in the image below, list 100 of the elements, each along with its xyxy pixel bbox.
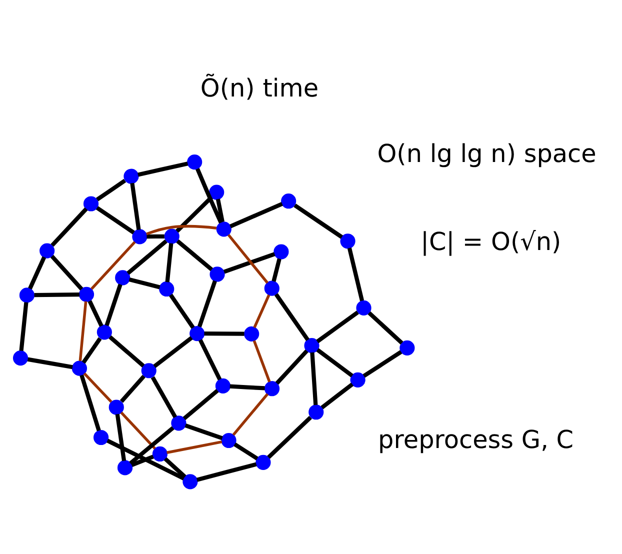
connector: [294, 204, 344, 239]
connector: [196, 168, 223, 224]
node-circle: [256, 454, 271, 470]
connector: [126, 240, 168, 275]
connector: [320, 382, 354, 410]
connector: [230, 202, 283, 228]
node-circle: [115, 270, 130, 286]
node-circle: [210, 266, 225, 282]
connector: [129, 426, 174, 465]
connector: [120, 412, 156, 450]
node-circle: [182, 474, 198, 490]
connector: [138, 162, 188, 177]
node-circle: [159, 281, 174, 297]
node-circle: [340, 234, 356, 249]
node-circle: [12, 350, 28, 366]
connector: [234, 442, 258, 460]
connector: [204, 332, 244, 336]
connector: [232, 393, 269, 436]
connector: [252, 340, 271, 382]
node-circle: [308, 404, 324, 420]
node-circle: [141, 363, 156, 378]
label: O(n lg lg n) space: [377, 139, 596, 168]
connector: [182, 388, 219, 420]
connector: [216, 198, 224, 222]
connector: [197, 280, 217, 328]
node-circle: [164, 228, 180, 244]
connector: [120, 374, 146, 403]
label: preprocess G, C: [378, 424, 574, 454]
connector: [150, 376, 178, 418]
node-circle: [108, 400, 124, 415]
node-circle: [264, 381, 280, 396]
node-circle: [132, 229, 148, 244]
node-circle: [19, 288, 35, 303]
connector: [310, 352, 318, 406]
connector: [184, 424, 223, 440]
connector: [196, 462, 257, 482]
node-circle: [96, 324, 112, 340]
node-circle: [350, 372, 366, 388]
node-circle: [215, 378, 231, 394]
connector: [50, 207, 88, 247]
node-circle: [190, 326, 205, 342]
connector: [108, 335, 145, 368]
node-circle: [216, 222, 232, 237]
node-circle: [117, 460, 133, 476]
node-circle: [281, 194, 296, 209]
connector: [128, 277, 160, 290]
connector: [153, 336, 193, 368]
node-circle: [40, 243, 55, 258]
connector: [130, 182, 141, 230]
node-circle: [274, 244, 289, 260]
connector: [176, 196, 213, 233]
connector: [90, 241, 136, 290]
connector: [106, 438, 185, 480]
connector: [165, 243, 174, 282]
node-circle: [221, 432, 236, 448]
connector: [198, 339, 222, 380]
node-circle: [187, 154, 202, 170]
connector: [347, 248, 364, 302]
node-circle: [209, 184, 224, 200]
connector: [80, 374, 101, 432]
connector: [28, 256, 46, 290]
connector: [362, 350, 402, 378]
node-circle: [72, 360, 88, 376]
connector: [267, 416, 312, 459]
connector: [96, 206, 135, 234]
connector: [27, 357, 73, 370]
node-circle: [304, 338, 320, 354]
connector: [146, 224, 217, 236]
connector: [78, 301, 88, 362]
connector: [316, 310, 359, 344]
node-circle: [400, 340, 415, 356]
node-circle: [244, 326, 260, 342]
connector: [368, 311, 404, 345]
connector: [227, 234, 269, 284]
connector: [88, 300, 104, 327]
connector: [115, 414, 126, 462]
node-circle: [78, 286, 94, 302]
connector: [272, 258, 282, 282]
connector: [146, 234, 164, 239]
connector: [34, 292, 80, 298]
connector: [82, 337, 102, 364]
connector: [230, 384, 265, 390]
node-circle: [83, 196, 99, 212]
node-circle: [171, 416, 186, 431]
node-circle: [94, 430, 109, 446]
connector: [19, 302, 28, 352]
connector: [176, 239, 214, 272]
node-circle: [124, 168, 139, 184]
connector: [316, 348, 354, 378]
connector: [104, 284, 122, 326]
connector: [131, 454, 154, 467]
connector: [96, 178, 126, 202]
connector: [166, 440, 222, 454]
connector: [164, 457, 186, 478]
connector: [50, 254, 84, 290]
label: |C| = O(√n): [420, 227, 562, 256]
connector: [83, 372, 112, 403]
connector: [275, 350, 308, 385]
node-circle: [264, 280, 280, 296]
label: Õ(n) time: [200, 73, 319, 102]
